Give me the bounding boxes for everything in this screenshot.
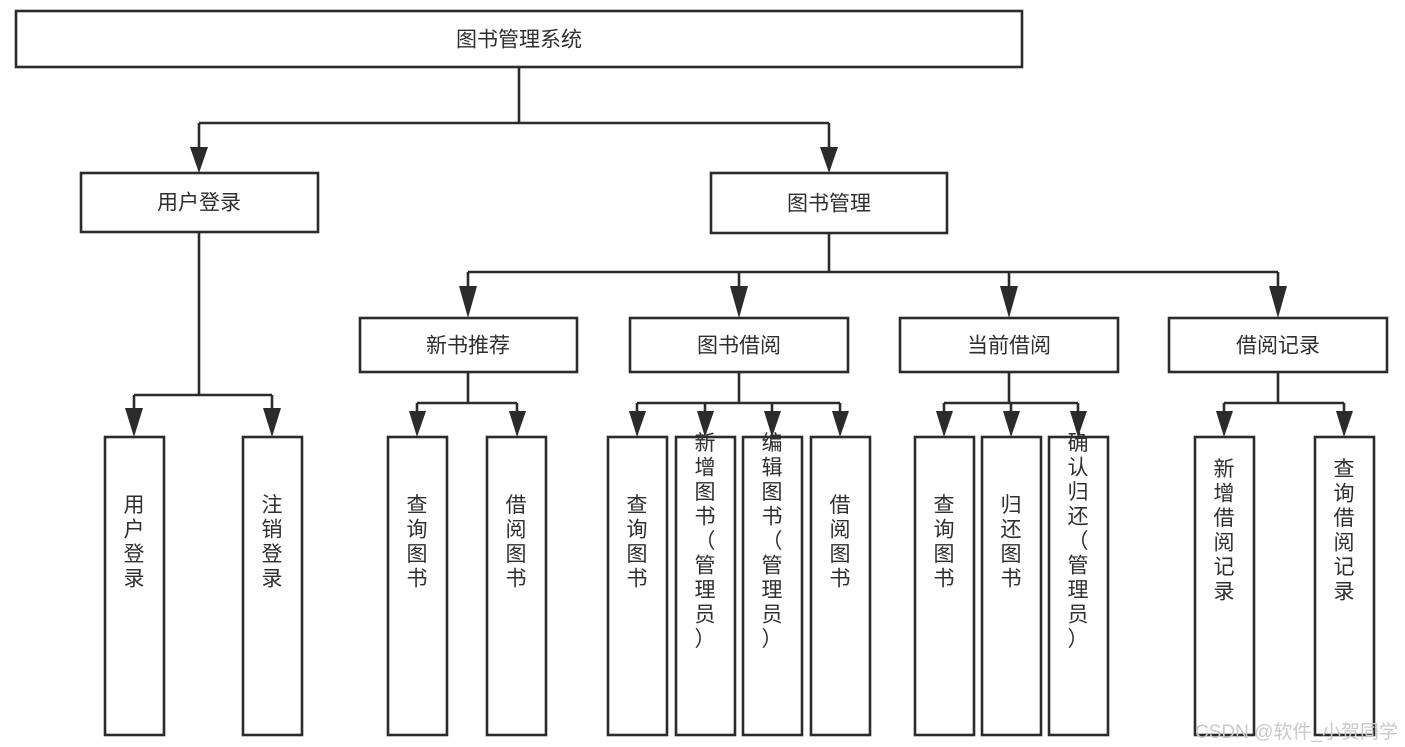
node-current-borrow-label: 当前借阅 (967, 335, 1051, 358)
arrow-head-leaf-borrowrecord-1 (1216, 411, 1233, 437)
csdn-watermark: CSDN @软件_小贺同学 (1195, 721, 1398, 743)
arrow-head-leaf-bookborrow-2 (697, 411, 714, 437)
leaf-node-currentborrow-query-book[interactable]: 查询图书 (913, 435, 976, 737)
arrow-head-leaf-borrowrecord-2 (1336, 411, 1353, 437)
leaf-currentborrow-confirm-return-label: 确认归还（管理员） (1068, 432, 1089, 651)
leaf-node-logout[interactable]: 注销登录 (241, 435, 304, 737)
node-book-borrow-box[interactable] (628, 316, 850, 374)
leaf-borrowrecord-add-record-box[interactable] (1193, 435, 1256, 737)
leaf-bookborrow-edit-book-box[interactable] (741, 435, 804, 737)
node-root-box[interactable] (14, 9, 1024, 69)
leaf-currentborrow-query-book-label: 查询图书 (934, 494, 955, 591)
leaf-currentborrow-return-book-box[interactable] (980, 435, 1043, 737)
leaf-borrowrecord-query-record-box[interactable] (1313, 435, 1376, 737)
arrow-head-leaf-user-login (125, 408, 143, 437)
arrow-head-leaf-bookborrow-3 (764, 411, 781, 437)
node-book-management-label: 图书管理 (787, 193, 871, 216)
leaf-node-currentborrow-confirm-return[interactable]: 确认归还（管理员） (1047, 432, 1110, 737)
node-current-borrow[interactable]: 当前借阅 (898, 316, 1120, 374)
node-new-book-recommend-box[interactable] (358, 316, 579, 374)
node-borrow-record-box[interactable] (1167, 316, 1389, 374)
arrow-head-user-login (190, 147, 208, 173)
leaf-bookborrow-borrow-book-label: 借阅图书 (830, 494, 851, 591)
arrow-head-book-borrow (730, 286, 748, 318)
node-borrow-record-label: 借阅记录 (1236, 335, 1320, 358)
node-new-book-recommend-label: 新书推荐 (426, 335, 510, 358)
leaf-user-login-label: 用户登录 (124, 494, 145, 591)
arrow-head-borrow-record (1269, 286, 1287, 318)
node-root-book-management-system[interactable]: 图书管理系统 (14, 9, 1024, 69)
arrow-head-current-borrow (1000, 286, 1018, 318)
node-user-login[interactable]: 用户登录 (79, 171, 320, 234)
node-book-management[interactable]: 图书管理 (709, 171, 949, 235)
arrow-head-new-book-recommend (459, 286, 477, 318)
node-current-borrow-box[interactable] (898, 316, 1120, 374)
arrow-head-leaf-logout (263, 408, 281, 437)
leaf-newbook-query-book-box[interactable] (386, 435, 449, 737)
leaf-node-user-login[interactable]: 用户登录 (103, 435, 166, 737)
leaf-bookborrow-add-book-box[interactable] (674, 435, 737, 737)
node-root-label: 图书管理系统 (456, 29, 582, 52)
leaf-currentborrow-confirm-return-box[interactable] (1047, 435, 1110, 737)
node-borrow-record[interactable]: 借阅记录 (1167, 316, 1389, 374)
connector-group (125, 67, 1353, 437)
arrow-head-leaf-newbook-2 (509, 411, 526, 437)
node-book-borrow[interactable]: 图书借阅 (628, 316, 850, 374)
leaf-node-currentborrow-return-book[interactable]: 归还图书 (980, 435, 1043, 737)
leaf-bookborrow-edit-book-label: 编辑图书（管理员） (762, 432, 783, 651)
node-book-borrow-label: 图书借阅 (697, 335, 781, 358)
leaf-logout-label: 注销登录 (262, 494, 283, 591)
arrow-head-leaf-currentborrow-2 (1003, 411, 1020, 437)
leaf-bookborrow-borrow-book-box[interactable] (809, 435, 872, 737)
leaf-node-bookborrow-edit-book[interactable]: 编辑图书（管理员） (741, 432, 804, 737)
arrow-head-leaf-bookborrow-4 (832, 411, 849, 437)
node-new-book-recommend[interactable]: 新书推荐 (358, 316, 579, 374)
leaf-bookborrow-add-book-label: 新增图书（管理员） (695, 432, 716, 651)
leaf-node-newbook-borrow-book[interactable]: 借阅图书 (485, 435, 548, 737)
leaf-newbook-borrow-book-box[interactable] (485, 435, 548, 737)
leaf-node-bookborrow-query-book[interactable]: 查询图书 (606, 435, 669, 737)
node-book-management-box[interactable] (709, 171, 949, 235)
leaf-logout-box[interactable] (241, 435, 304, 737)
leaf-bookborrow-query-book-box[interactable] (606, 435, 669, 737)
node-user-login-label: 用户登录 (157, 192, 241, 215)
leaf-user-login-box[interactable] (103, 435, 166, 737)
leaf-currentborrow-query-book-box[interactable] (913, 435, 976, 737)
arrow-head-book-manage (820, 147, 838, 173)
leaf-currentborrow-return-book-label: 归还图书 (1001, 494, 1022, 591)
leaf-node-borrowrecord-query-record[interactable]: 查询借阅记录 (1313, 435, 1376, 737)
node-user-login-box[interactable] (79, 171, 320, 234)
leaf-newbook-borrow-book-label: 借阅图书 (506, 494, 527, 591)
leaf-node-bookborrow-add-book[interactable]: 新增图书（管理员） (674, 432, 737, 737)
arrow-head-leaf-currentborrow-3 (1070, 411, 1087, 437)
arrow-head-leaf-newbook-1 (409, 411, 426, 437)
leaf-node-borrowrecord-add-record[interactable]: 新增借阅记录 (1193, 435, 1256, 737)
leaf-node-bookborrow-borrow-book[interactable]: 借阅图书 (809, 435, 872, 737)
arrow-head-leaf-bookborrow-1 (629, 411, 646, 437)
arrow-head-leaf-currentborrow-1 (936, 411, 953, 437)
leaf-bookborrow-query-book-label: 查询图书 (627, 494, 648, 591)
leaf-newbook-query-book-label: 查询图书 (407, 494, 428, 591)
leaf-borrowrecord-query-record-label: 查询借阅记录 (1334, 458, 1355, 604)
leaf-borrowrecord-add-record-label: 新增借阅记录 (1214, 458, 1235, 604)
leaf-node-newbook-query-book[interactable]: 查询图书 (386, 435, 449, 737)
